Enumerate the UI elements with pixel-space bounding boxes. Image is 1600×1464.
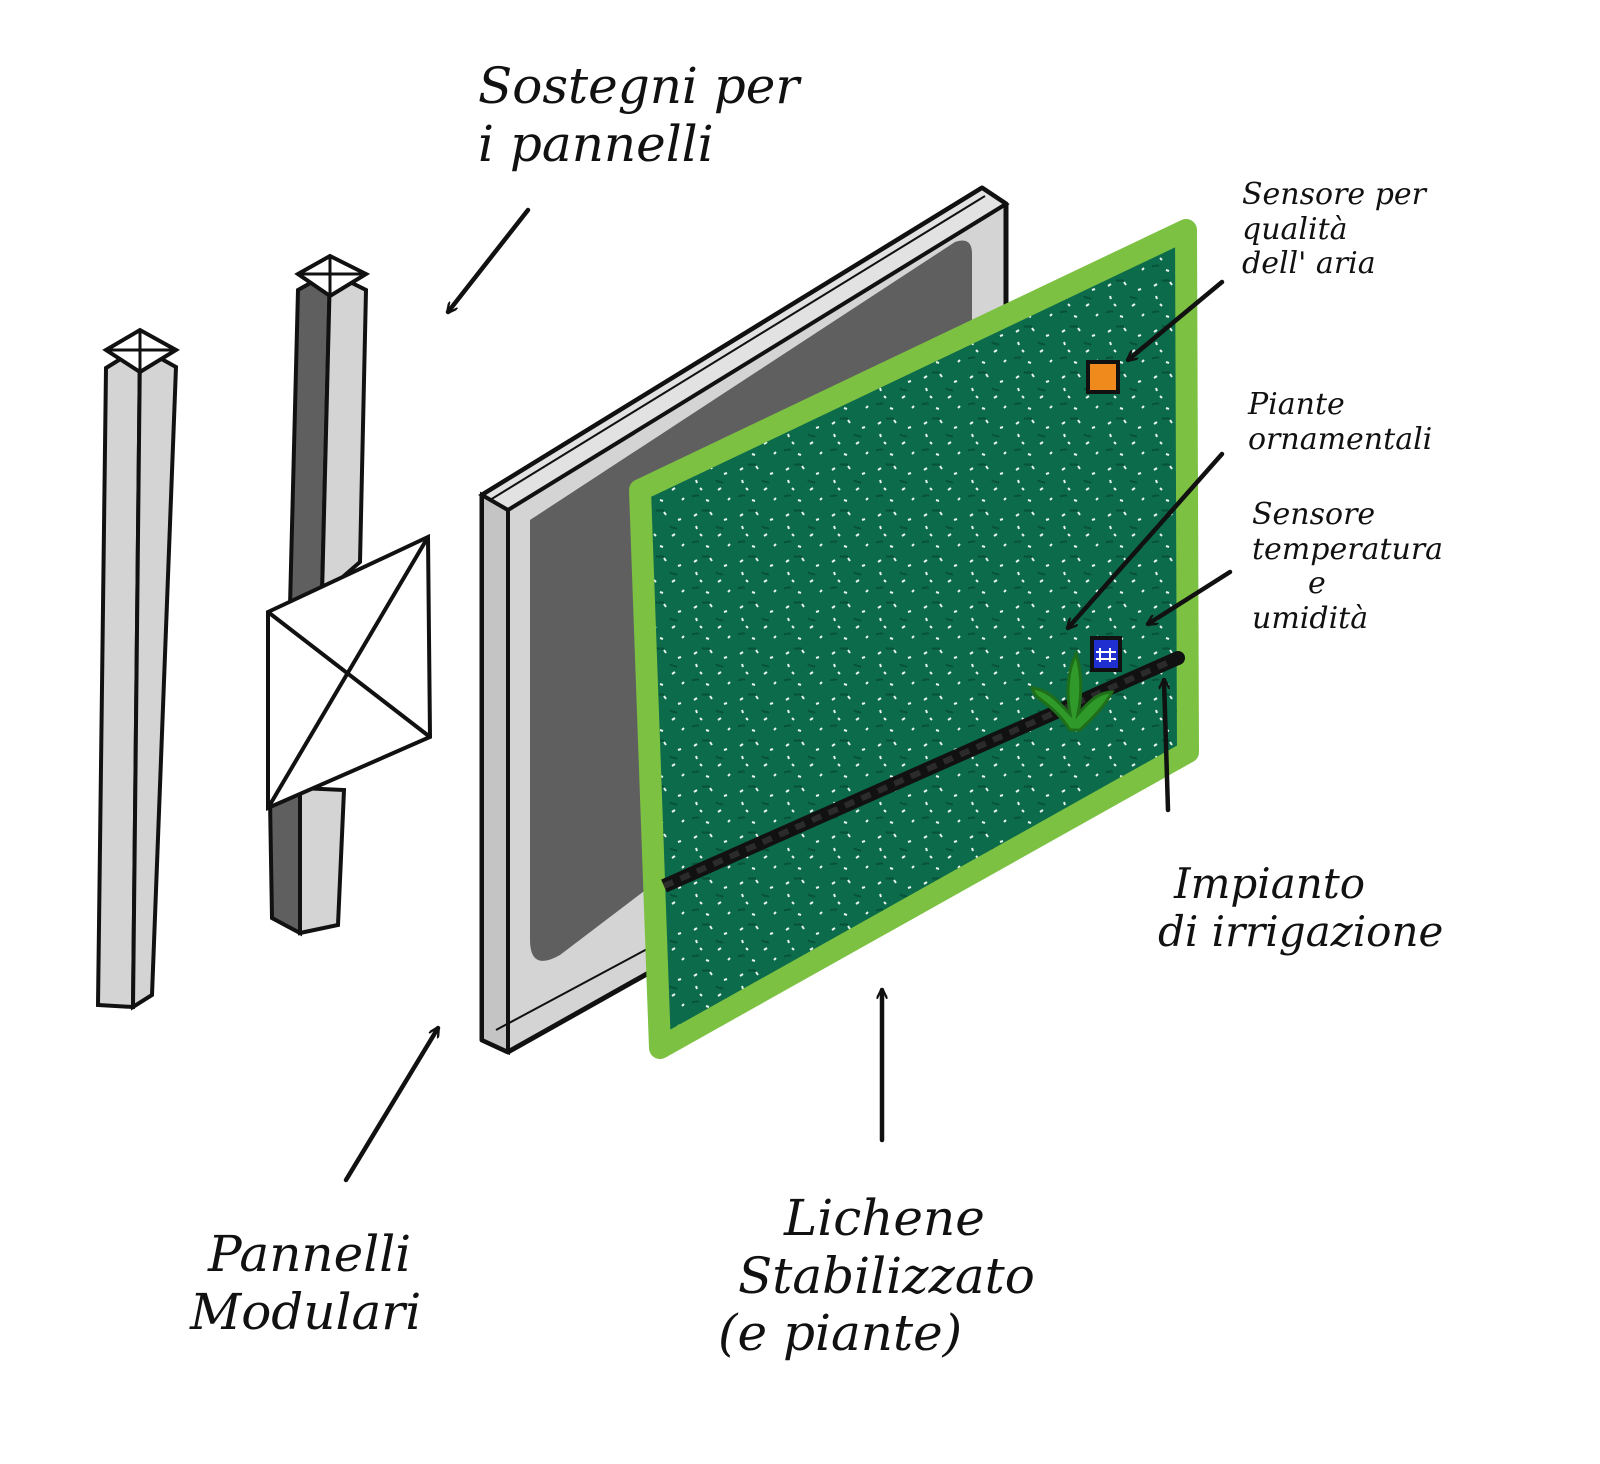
support-post-left [98,330,176,1007]
arrow-to-panels [346,1028,438,1180]
support-post-right [268,256,430,933]
arrow-to-supports [448,210,528,312]
label-supports: Sostegni per i pannelli [478,58,799,173]
label-irrigation: Impianto di irrigazione [1158,860,1443,957]
label-air-sensor: Sensore per qualità dell' aria [1242,178,1426,282]
label-ornamental-plants: Piante ornamentali [1248,388,1432,457]
label-temperature-sensor: Sensore temperatura e umidità [1252,498,1443,636]
label-stabilized-lichen: Lichene Stabilizzato (e piante) [718,1190,1035,1363]
air-sensor-square [1088,362,1118,392]
label-modular-panels: Pannelli Modulari [190,1226,421,1341]
temperature-humidity-sensor-square [1092,638,1120,670]
